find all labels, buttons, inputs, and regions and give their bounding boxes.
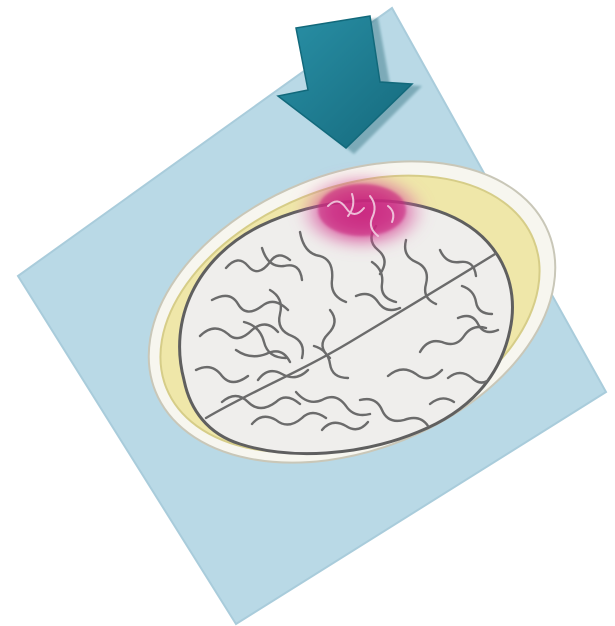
lesion-highlight	[296, 172, 428, 252]
